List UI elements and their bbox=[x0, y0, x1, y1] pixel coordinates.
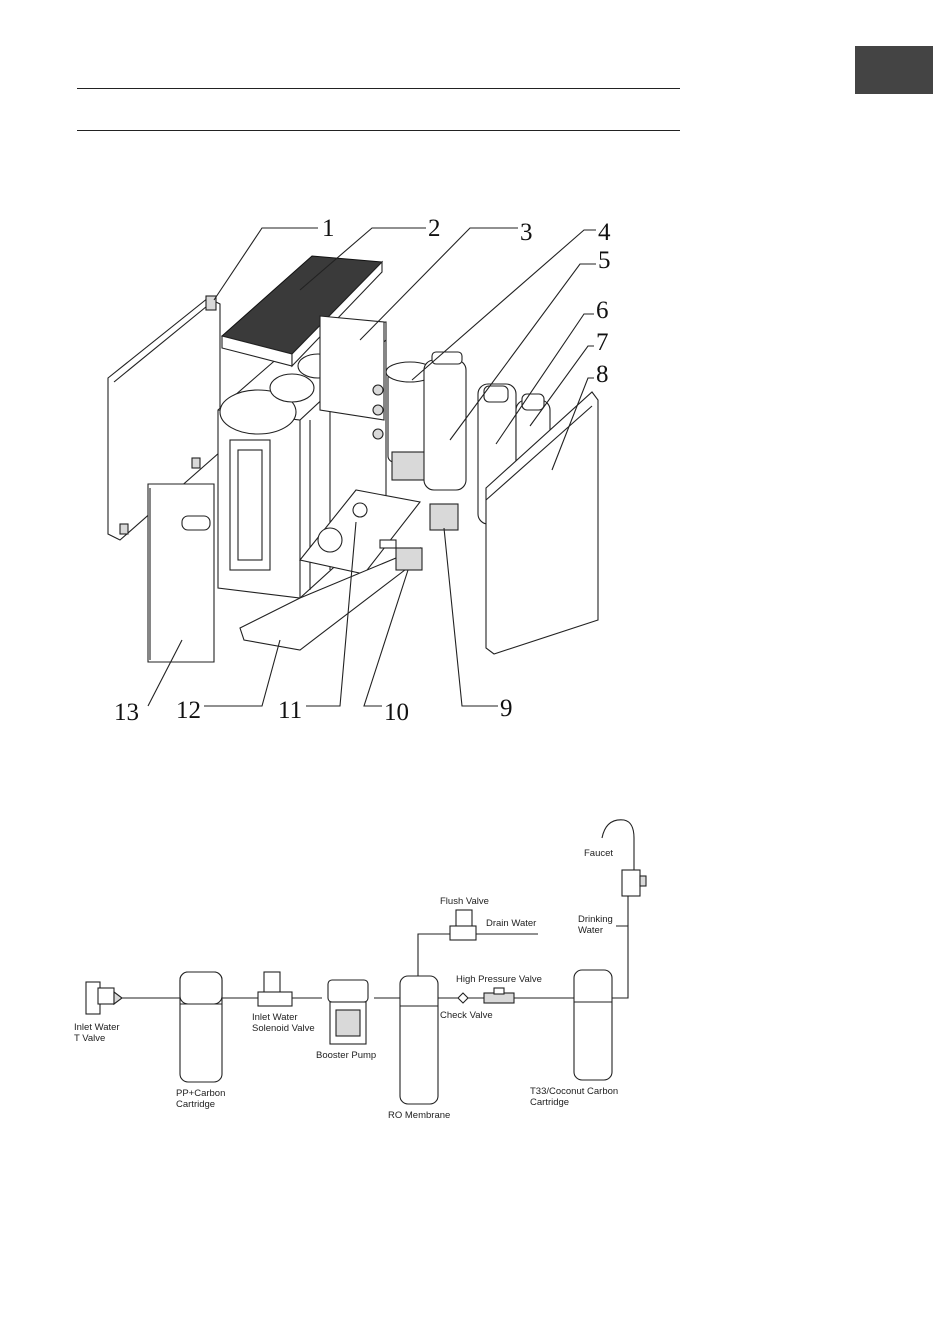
callout-7: 7 bbox=[596, 329, 609, 356]
t33-label-2: Cartridge bbox=[530, 1097, 569, 1108]
callout-4: 4 bbox=[598, 219, 611, 246]
booster-pump-icon bbox=[328, 980, 368, 1044]
check-valve-label: Check Valve bbox=[440, 1010, 493, 1021]
solenoid-valve-icon bbox=[258, 972, 292, 1006]
pipe-drain-up bbox=[418, 934, 450, 978]
callout-13: 13 bbox=[114, 699, 139, 726]
callout-6: 6 bbox=[596, 297, 609, 324]
ro-membrane-label: RO Membrane bbox=[388, 1110, 450, 1121]
exploded-view: 1 2 3 4 5 6 7 8 9 10 11 12 13 bbox=[108, 215, 611, 726]
high-pressure-valve-icon bbox=[484, 988, 514, 1003]
check-valve-icon bbox=[458, 993, 468, 1003]
pp-carbon-label-2: Cartridge bbox=[176, 1099, 215, 1110]
high-pressure-valve-label: High Pressure Valve bbox=[456, 974, 542, 985]
drinking-water-label-1: Drinking bbox=[578, 914, 613, 925]
ro-membrane-icon bbox=[400, 976, 438, 1104]
drain-water-label: Drain Water bbox=[486, 918, 536, 929]
flush-valve-icon bbox=[450, 910, 476, 940]
callout-2: 2 bbox=[428, 215, 441, 242]
solenoid-label-1: Inlet Water bbox=[252, 1012, 298, 1023]
callout-9: 9 bbox=[500, 695, 513, 722]
callout-8: 8 bbox=[596, 361, 609, 388]
drinking-water-label-2: Water bbox=[578, 925, 603, 936]
front-panel bbox=[148, 484, 214, 662]
callout-12: 12 bbox=[176, 697, 201, 724]
callout-5: 5 bbox=[598, 247, 611, 274]
callout-11: 11 bbox=[278, 697, 302, 724]
booster-pump-label: Booster Pump bbox=[316, 1050, 376, 1061]
solenoid-label-2: Solenoid Valve bbox=[252, 1023, 315, 1034]
flush-valve-label: Flush Valve bbox=[440, 896, 489, 907]
inlet-valve-label-1: Inlet Water bbox=[74, 1022, 120, 1033]
faucet-label: Faucet bbox=[584, 848, 613, 859]
callout-10: 10 bbox=[384, 699, 409, 726]
back-panel bbox=[320, 316, 384, 420]
callout-3: 3 bbox=[520, 219, 533, 246]
pipe-drinking bbox=[612, 926, 628, 998]
flow-diagram: Inlet Water T Valve PP+Carbon Cartridge … bbox=[74, 820, 646, 1121]
inlet-t-valve-icon bbox=[86, 982, 122, 1014]
callout-1: 1 bbox=[322, 215, 335, 242]
t33-cartridge-icon bbox=[574, 970, 612, 1080]
pp-carbon-label-1: PP+Carbon bbox=[176, 1088, 225, 1099]
t33-label-1: T33/Coconut Carbon bbox=[530, 1086, 618, 1097]
pp-carbon-cartridge-icon bbox=[180, 972, 222, 1082]
inlet-valve-label-2: T Valve bbox=[74, 1033, 105, 1044]
ro-membrane-cartridge bbox=[424, 352, 466, 530]
